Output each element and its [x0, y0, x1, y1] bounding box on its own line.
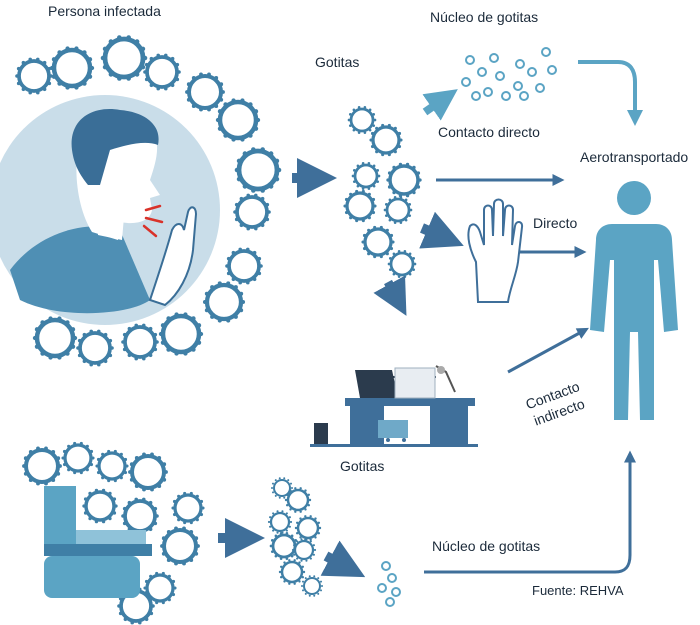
- virus-icon: [477, 67, 487, 77]
- virus-icon: [495, 71, 505, 81]
- virus-icon: [461, 77, 471, 87]
- virus-icon: [233, 193, 271, 231]
- arrow-to-hand: [419, 211, 464, 249]
- arrows: [218, 60, 643, 578]
- virus-icon: [294, 515, 322, 541]
- infected-person-icon: [0, 95, 220, 325]
- virus-icon: [471, 91, 481, 101]
- label-nuclei-bottom: Núcleo de gotitas: [432, 538, 540, 554]
- label-airborne: Aerotransportado: [580, 149, 688, 165]
- virus-icon: [347, 106, 377, 134]
- virus-icon: [202, 281, 246, 323]
- virus-cluster: [15, 35, 557, 625]
- virus-icon: [387, 250, 417, 278]
- virus-icon: [541, 47, 551, 57]
- virus-icon: [377, 583, 387, 593]
- virus-icon: [15, 57, 53, 95]
- virus-icon: [160, 526, 200, 566]
- toilet-icon: [44, 486, 152, 598]
- virus-icon: [100, 35, 148, 81]
- label-nuclei-top: Núcleo de gotitas: [430, 9, 538, 25]
- virus-icon: [519, 91, 529, 101]
- virus-icon: [527, 67, 537, 77]
- virus-icon: [76, 329, 114, 367]
- virus-icon: [383, 196, 413, 224]
- virus-icon: [483, 87, 493, 97]
- virus-icon: [465, 55, 475, 65]
- label-direct: Directo: [533, 215, 578, 231]
- virus-icon: [185, 72, 225, 112]
- virus-icon: [301, 575, 323, 597]
- desk-icon: [310, 365, 478, 447]
- virus-icon: [171, 491, 205, 525]
- arrow-to-bottom-nuclei: [320, 540, 366, 578]
- virus-icon: [215, 98, 261, 142]
- virus-icon: [278, 559, 306, 585]
- virus-icon: [361, 225, 395, 259]
- label-direct-contact: Contacto directo: [438, 124, 540, 140]
- virus-icon: [547, 65, 557, 75]
- virus-icon: [351, 162, 381, 190]
- virus-icon: [143, 571, 177, 605]
- virus-icon: [22, 446, 62, 486]
- arrow-indirect: [507, 327, 589, 374]
- label-droplets-bottom: Gotitas: [340, 458, 384, 474]
- virus-icon: [121, 497, 159, 535]
- arrow-nuclei-curve: [578, 60, 643, 126]
- label-infected-person: Persona infectada: [48, 3, 161, 19]
- virus-icon: [291, 538, 317, 562]
- virus-icon: [535, 83, 545, 93]
- virus-icon: [143, 53, 181, 91]
- virus-icon: [61, 441, 95, 475]
- virus-icon: [391, 587, 401, 597]
- virus-icon: [32, 316, 78, 360]
- virus-icon: [369, 123, 403, 157]
- virus-icon: [501, 91, 511, 101]
- virus-icon: [234, 147, 282, 193]
- virus-icon: [489, 53, 499, 63]
- virus-icon: [49, 46, 95, 90]
- virus-icon: [385, 597, 395, 607]
- hand-icon: [467, 198, 524, 303]
- virus-icon: [284, 487, 312, 513]
- virus-icon: [128, 452, 168, 492]
- virus-icon: [121, 323, 159, 361]
- arrow-to-desk: [373, 275, 407, 316]
- virus-icon: [271, 477, 293, 499]
- standing-person-icon: [590, 181, 678, 420]
- virus-icon: [386, 162, 422, 198]
- label-source: Fuente: REHVA: [532, 583, 624, 598]
- label-droplets-top: Gotitas: [315, 54, 359, 70]
- virus-icon: [95, 449, 129, 483]
- virus-icon: [387, 573, 397, 583]
- virus-icon: [225, 247, 263, 285]
- virus-icon: [343, 189, 377, 223]
- arrow-bottom-curve: [424, 450, 636, 574]
- arrow-to-nuclei: [422, 89, 458, 121]
- virus-icon: [82, 488, 118, 524]
- virus-icon: [158, 312, 204, 356]
- virus-icon: [515, 59, 525, 69]
- virus-icon: [513, 81, 523, 91]
- virus-icon: [381, 561, 391, 571]
- virus-icon: [267, 510, 293, 534]
